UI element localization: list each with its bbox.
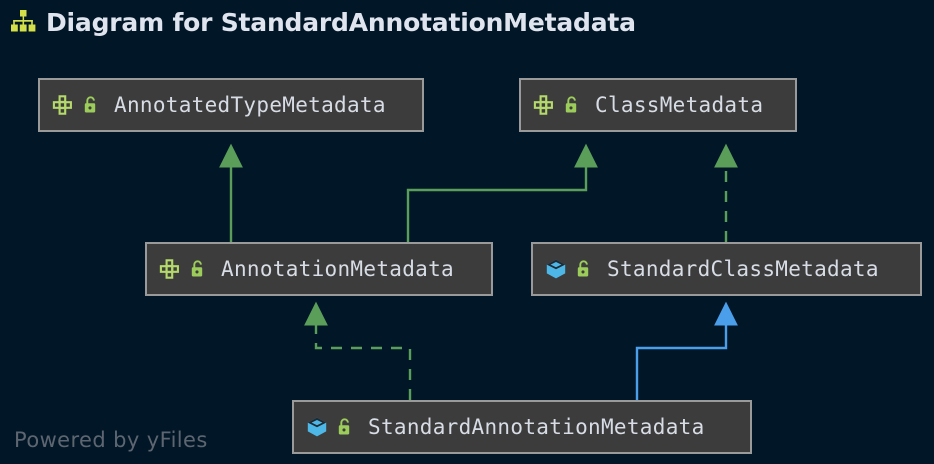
class-cube-icon — [306, 416, 328, 438]
edge-standard-annotation-metadata-to-annotation-metadata — [304, 301, 412, 400]
edge-standard-annotation-metadata-to-standard-class-metadata — [635, 301, 738, 400]
interface-icon — [52, 94, 74, 116]
class-node-label: StandardAnnotationMetadata — [368, 415, 705, 439]
interface-icon — [159, 258, 181, 280]
class-node-standard-class-metadata[interactable]: StandardClassMetadata — [531, 242, 922, 296]
class-node-label: ClassMetadata — [595, 93, 764, 117]
class-node-class-metadata[interactable]: ClassMetadata — [519, 78, 797, 132]
class-node-label: AnnotationMetadata — [221, 257, 454, 281]
page-title-text: Diagram for StandardAnnotationMetadata — [46, 7, 636, 37]
page-title: Diagram for StandardAnnotationMetadata — [10, 2, 636, 42]
class-node-label: AnnotatedTypeMetadata — [114, 93, 386, 117]
unlocked-padlock-icon — [576, 260, 592, 278]
hierarchy-icon — [10, 9, 36, 35]
class-node-annotation-metadata[interactable]: AnnotationMetadata — [145, 242, 493, 296]
unlocked-padlock-icon — [83, 96, 99, 114]
class-cube-icon — [545, 258, 567, 280]
interface-icon — [533, 94, 555, 116]
unlocked-padlock-icon — [337, 418, 353, 436]
unlocked-padlock-icon — [564, 96, 580, 114]
yfiles-watermark: Powered by yFiles — [14, 428, 208, 452]
class-node-standard-annotation-metadata[interactable]: StandardAnnotationMetadata — [292, 400, 752, 454]
unlocked-padlock-icon — [190, 260, 206, 278]
class-node-annotated-type-metadata[interactable]: AnnotatedTypeMetadata — [38, 78, 424, 132]
edge-annotation-metadata-to-class-metadata — [406, 143, 598, 242]
class-node-label: StandardClassMetadata — [607, 257, 879, 281]
